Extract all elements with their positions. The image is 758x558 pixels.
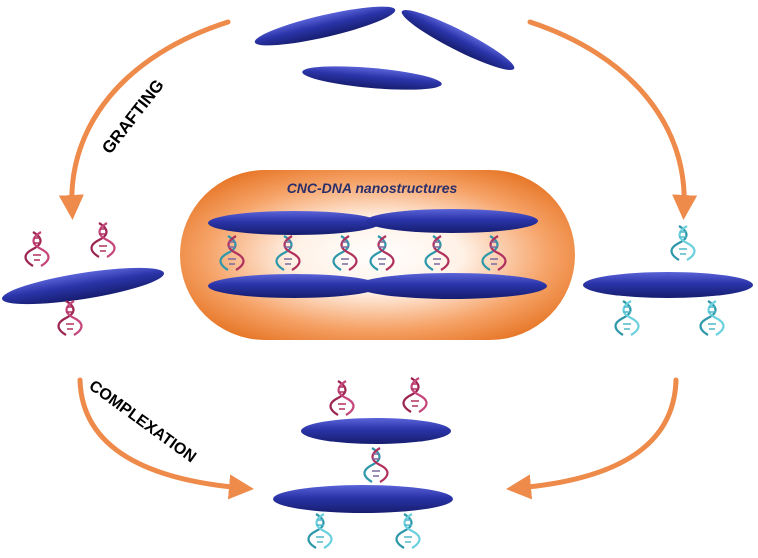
cnc-rod-capsule-upper-left (208, 211, 380, 235)
cnc-rod-top-left (254, 6, 396, 46)
dna-cyan-icon (395, 512, 421, 550)
cnc-dna-magenta (1, 221, 165, 337)
arrow-complexation-left (77, 377, 254, 500)
process-arrows (58, 19, 698, 500)
cnc-rod-left (1, 267, 165, 305)
complexation-label: COMPLEXATION (86, 377, 199, 466)
dna-magenta-icon (329, 379, 355, 417)
dna-duplex-icon (363, 446, 389, 484)
cnc-dna-cyan (583, 224, 753, 337)
cnc-rod-capsule-lower-left (208, 274, 380, 298)
cnc-rod-capsule-lower-right (357, 273, 547, 299)
dna-magenta-icon (90, 221, 116, 259)
arrow-grafting-left (58, 19, 231, 220)
free-cnc-rods (254, 6, 515, 90)
cnc-dna-complex (273, 376, 453, 550)
dna-cyan-icon (670, 224, 696, 262)
cnc-rod-capsule-upper-right (366, 209, 538, 233)
nanostructures-title: CNC-DNA nanostructures (287, 180, 458, 196)
dna-magenta-icon (402, 376, 428, 414)
cnc-rod-right (583, 272, 753, 298)
dna-cyan-icon (614, 299, 640, 337)
dna-cyan-icon (307, 512, 333, 550)
arrow-complexation-right (506, 377, 679, 500)
cnc-rod-bottom-upper (301, 418, 451, 444)
cnc-rod-top-middle (302, 66, 442, 90)
cnc-rod-top-right (401, 10, 515, 70)
grafting-label: GRAFTING (98, 76, 168, 158)
nanostructures-capsule: CNC-DNA nanostructures (180, 170, 575, 340)
dna-magenta-icon (57, 299, 83, 337)
arrow-grafting-right (527, 19, 698, 220)
dna-magenta-icon (24, 230, 50, 268)
dna-cyan-icon (699, 299, 725, 337)
cnc-rod-bottom-lower (273, 485, 453, 513)
